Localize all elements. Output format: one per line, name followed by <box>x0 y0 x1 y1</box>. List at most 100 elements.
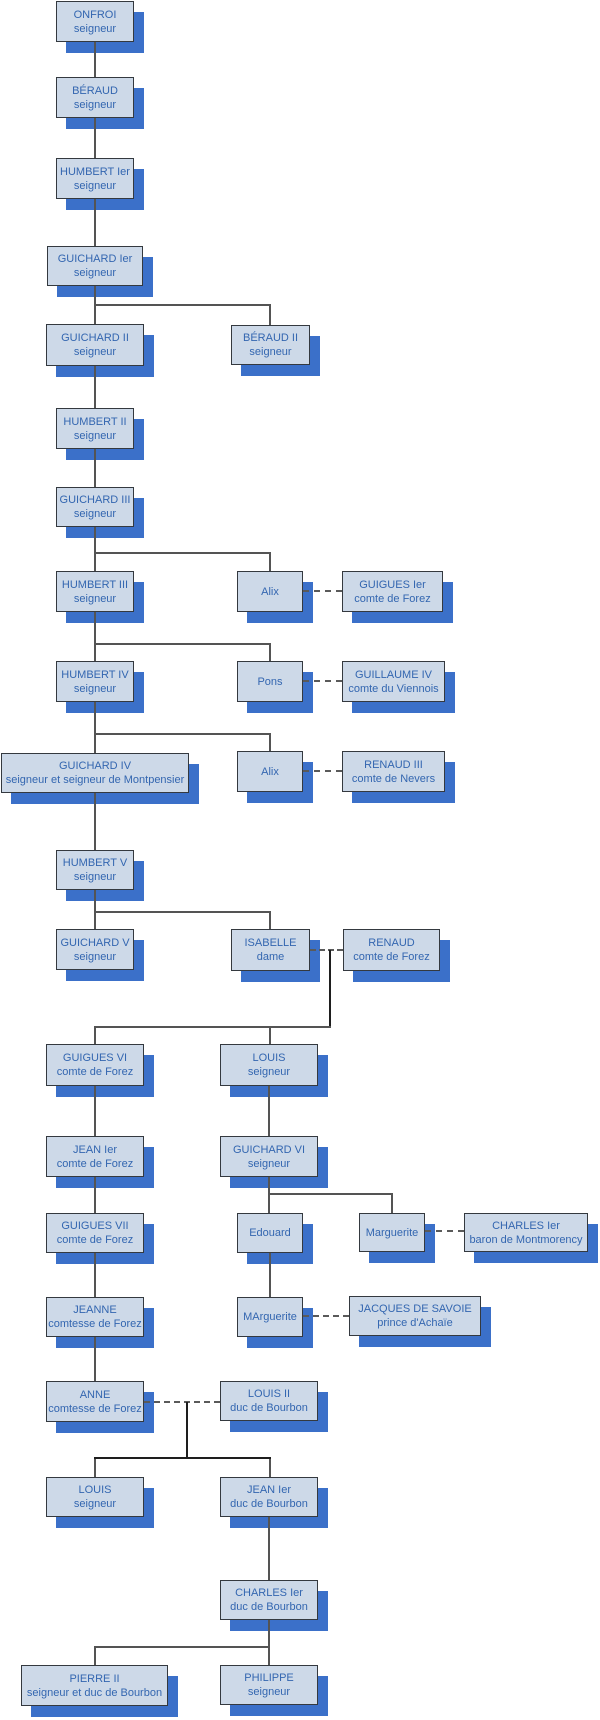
person-name: GUICHARD V <box>60 936 130 949</box>
tree-connector-line <box>268 1177 270 1195</box>
person-rank: comte de Forez <box>56 1234 134 1246</box>
person-name: ANNE <box>79 1388 111 1401</box>
person-rank: comte du Viennois <box>348 682 439 695</box>
person-rank: seigneur <box>247 1157 291 1170</box>
person-name: BÉRAUD II <box>242 332 298 344</box>
person-rank: baron de Montmorency <box>469 1233 583 1246</box>
person-rank: seigneur <box>73 682 117 695</box>
person-name: JEANNE <box>73 1304 117 1316</box>
person-rank: comtesse de Forez <box>48 1402 142 1415</box>
marriage-dashed-connector <box>303 680 342 682</box>
tree-connector-line <box>269 306 271 325</box>
person-name: GUICHARD VI <box>232 1143 306 1156</box>
tree-connector-line <box>268 1648 270 1665</box>
tree-connector-line <box>94 366 96 408</box>
tree-connector-line <box>94 1253 96 1297</box>
tree-node-beraud-ii: BÉRAUD II seigneur <box>231 325 310 365</box>
tree-connector-line <box>268 1517 270 1580</box>
tree-connector-line <box>94 552 271 554</box>
tree-connector-line <box>269 1459 271 1477</box>
tree-connector-line <box>268 1620 270 1648</box>
person-rank: seigneur <box>73 179 117 192</box>
tree-connector-line <box>94 1337 96 1381</box>
person-rank: seigneur <box>249 346 292 358</box>
person-rank: duc de Bourbon <box>230 1402 308 1414</box>
person-name: CHARLES Ier <box>235 1587 303 1599</box>
tree-node-marguerite: Marguerite <box>359 1213 425 1252</box>
person-rank: seigneur <box>73 98 117 111</box>
tree-connector-line <box>268 1193 393 1195</box>
tree-node-pons: Pons <box>237 661 303 702</box>
person-rank: duc de Bourbon <box>230 1601 308 1613</box>
person-rank: comte de Forez <box>56 1157 134 1170</box>
tree-connector-line <box>391 1195 393 1213</box>
tree-connector-line <box>268 1195 270 1213</box>
tree-connector-line <box>329 950 331 1027</box>
person-name: GUICHARD III <box>59 494 131 506</box>
tree-connector-line <box>94 118 96 158</box>
person-name: GUICHARD IV <box>58 760 132 772</box>
person-rank: seigneur <box>247 1686 291 1698</box>
person-name: ONFROI <box>73 8 117 21</box>
tree-node-edouard: Edouard <box>237 1213 303 1253</box>
person-name: GUIGUES VI <box>62 1052 128 1064</box>
person-name: HUMBERT II <box>63 415 127 428</box>
person-name: RENAUD III <box>364 758 423 771</box>
tree-connector-line <box>94 890 96 929</box>
marriage-dashed-connector <box>303 770 342 772</box>
person-name: BÉRAUD <box>72 84 118 97</box>
tree-connector-line <box>269 1028 271 1044</box>
tree-connector-line <box>186 1402 188 1458</box>
person-rank: seigneur <box>73 429 117 442</box>
person-rank: seigneur <box>73 871 117 883</box>
person-rank: seigneur et duc de Bourbon <box>26 1686 163 1699</box>
person-name: Marguerite <box>365 1226 419 1239</box>
marriage-dashed-connector <box>303 590 342 592</box>
tree-connector-line <box>94 527 96 571</box>
tree-connector-line <box>94 304 271 306</box>
person-name: LOUIS <box>252 1052 286 1064</box>
person-name: RENAUD <box>368 937 415 949</box>
person-rank: seigneur <box>247 1066 291 1078</box>
tree-connector-line <box>94 449 96 487</box>
person-rank: comte de Forez <box>354 592 431 605</box>
tree-connector-line <box>269 735 271 751</box>
person-name: LOUIS <box>78 1484 112 1496</box>
person-rank: seigneur <box>73 267 117 279</box>
person-rank: comte de Nevers <box>351 772 436 785</box>
person-name: HUMBERT V <box>62 857 128 869</box>
tree-connector-line <box>94 1457 271 1459</box>
person-rank: seigneur et seigneur de Montpensier <box>5 774 185 786</box>
person-name: HUMBERT IV <box>61 668 129 681</box>
tree-connector-line <box>94 793 96 850</box>
person-rank: prince d'Achaïe <box>377 1317 453 1329</box>
tree-connector-line <box>269 645 271 661</box>
tree-connector-line <box>94 911 271 913</box>
tree-connector-line <box>94 1177 96 1213</box>
person-name: Alix <box>261 765 279 778</box>
tree-node-louis-seigneur: LOUIS seigneur <box>220 1044 318 1086</box>
person-name: GUILLAUME IV <box>354 668 433 681</box>
tree-connector-line <box>94 1459 96 1477</box>
tree-connector-line <box>94 643 271 645</box>
